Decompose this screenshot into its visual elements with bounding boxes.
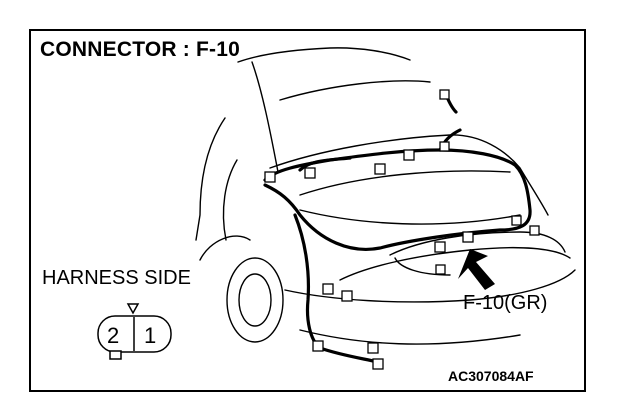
connector-a: [264, 171, 276, 183]
connector-b: [304, 167, 316, 179]
rear-wheel-arch: [199, 235, 251, 261]
connector-i: [434, 241, 446, 253]
harness-down-branch: [293, 213, 380, 364]
rear-pillar-line: [251, 61, 279, 173]
trunk-inner-edge: [279, 80, 431, 101]
connector-j: [435, 264, 446, 275]
connector-o: [372, 358, 384, 370]
trunk-lid-outline: [269, 134, 549, 216]
harness-side-label: HARNESS SIDE: [42, 267, 191, 289]
rear-wheel: [226, 257, 284, 343]
roof-line: [237, 47, 411, 63]
connector-k: [322, 283, 334, 295]
tail-lamp: [389, 231, 566, 256]
connector-f10: [462, 231, 474, 243]
connector-pin-2: 2: [107, 323, 119, 348]
connector-h: [529, 225, 540, 236]
connector-g: [511, 215, 522, 226]
connector-n: [367, 342, 379, 354]
figure-code: AC307084AF: [448, 368, 534, 384]
connector-pin-1: 1: [144, 323, 156, 348]
f10-pointer-arrow: [458, 249, 495, 290]
connector-face-symbol: [97, 303, 172, 360]
connector-c: [374, 163, 386, 175]
connector-e: [439, 141, 450, 152]
connector-m: [312, 340, 324, 352]
connector-l: [341, 290, 353, 302]
connector-d: [403, 149, 415, 161]
connector-callout-label: F-10(GR): [463, 292, 548, 314]
rear-bumper: [284, 269, 576, 303]
body-side-line: [195, 117, 226, 241]
connector-f: [439, 89, 450, 100]
diagram-title: CONNECTOR : F-10: [40, 38, 240, 61]
harness-main: [263, 148, 532, 251]
harness-upper-branch: [298, 156, 352, 172]
